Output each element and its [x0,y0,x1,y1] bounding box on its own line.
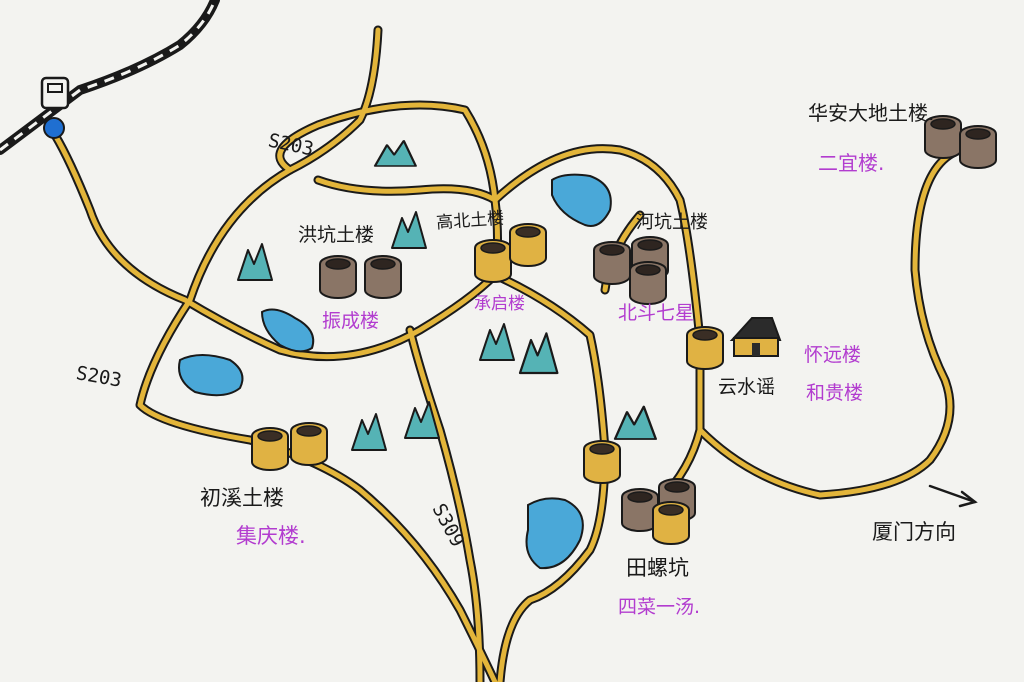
label-zhencheng-lou: 振成楼 [322,310,380,332]
label-tianluokeng: 田螺坑 [626,556,689,580]
label-sicai-yitang: 四菜一汤. [618,596,701,618]
lake-icon [178,173,612,570]
label-hegui-lou: 和贵楼 [806,382,864,404]
label-jiqing-lou: 集庆楼. [236,524,306,548]
label-xiamen-direction: 厦门方向 [872,520,956,544]
label-chengqi-lou: 承启楼 [474,294,525,314]
house-icon [729,317,782,357]
label-beidou-qixing: 北斗七星 [618,302,695,324]
toll-station-icon [40,76,70,139]
label-hongkeng-tulou: 洪坑土楼 [298,224,375,246]
label-eryi-lou: 二宜楼. [818,151,885,175]
expressway [0,0,220,155]
label-chuxi-tulou: 初溪土楼 [200,486,284,510]
label-hekeng-tulou: 河坑土楼 [636,212,708,233]
label-yunshuiyao: 云水谣 [718,376,776,398]
arrow-right-icon [928,484,978,508]
label-huaan-tulou: 华安大地土楼. [808,101,935,125]
label-huaiyuan-lou: 怀远楼 [804,344,862,366]
label-gaobei-tulou: 高北土楼 [435,208,505,234]
